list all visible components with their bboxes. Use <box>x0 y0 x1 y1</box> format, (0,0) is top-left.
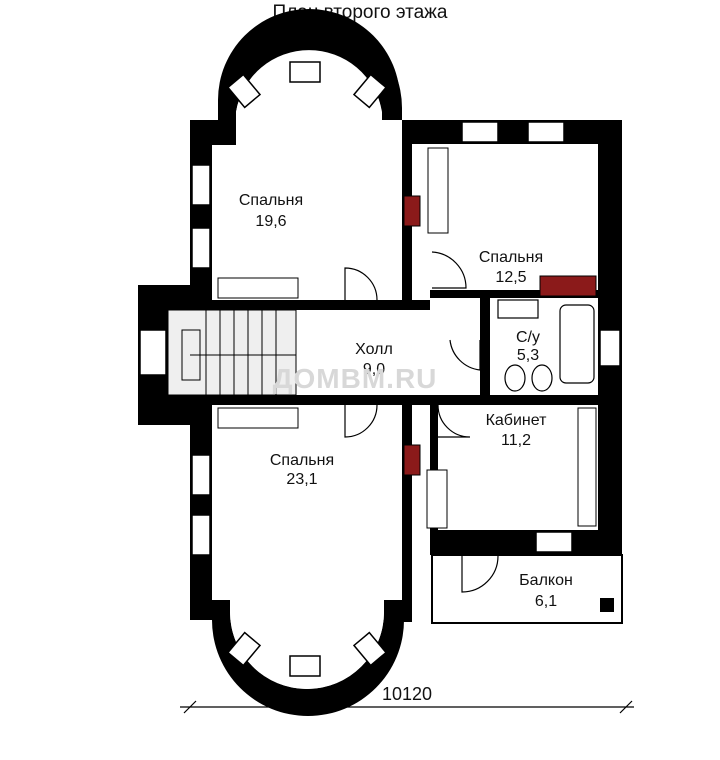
bathroom-fixtures <box>497 299 595 392</box>
balcony <box>431 554 623 624</box>
room-name: Спальня <box>479 249 543 266</box>
watermark: ДОМВМ.RU <box>273 363 438 394</box>
room-area: 5,3 <box>517 347 539 364</box>
room-name: Спальня <box>239 192 303 209</box>
room-area: 11,2 <box>501 432 531 449</box>
room-area: 9,0 <box>363 361 385 378</box>
top-bay-arc <box>212 16 402 145</box>
room-name: Спальня <box>270 452 334 469</box>
room-area: 6,1 <box>535 593 557 610</box>
room-name: Кабинет <box>486 412 548 429</box>
room-area: 12,5 <box>495 269 526 286</box>
room-area: 23,1 <box>286 471 317 488</box>
dimension-line <box>180 700 634 714</box>
balcony-drain <box>600 598 614 612</box>
room-area: 19,6 <box>255 213 286 230</box>
wardrobes <box>217 147 597 529</box>
room-name: Балкон <box>519 572 573 589</box>
windows <box>139 61 621 677</box>
dimension-label: 10120 <box>382 684 432 704</box>
room-name: С/у <box>516 329 540 346</box>
door-swings <box>344 251 499 593</box>
staircase <box>167 309 297 396</box>
chimneys <box>403 195 597 476</box>
bottom-bay-arc <box>212 600 404 716</box>
room-name: Холл <box>355 341 393 358</box>
room-labels: Спальня 19,6 Спальня 12,5 С/у 5,3 Холл 9… <box>239 192 573 610</box>
